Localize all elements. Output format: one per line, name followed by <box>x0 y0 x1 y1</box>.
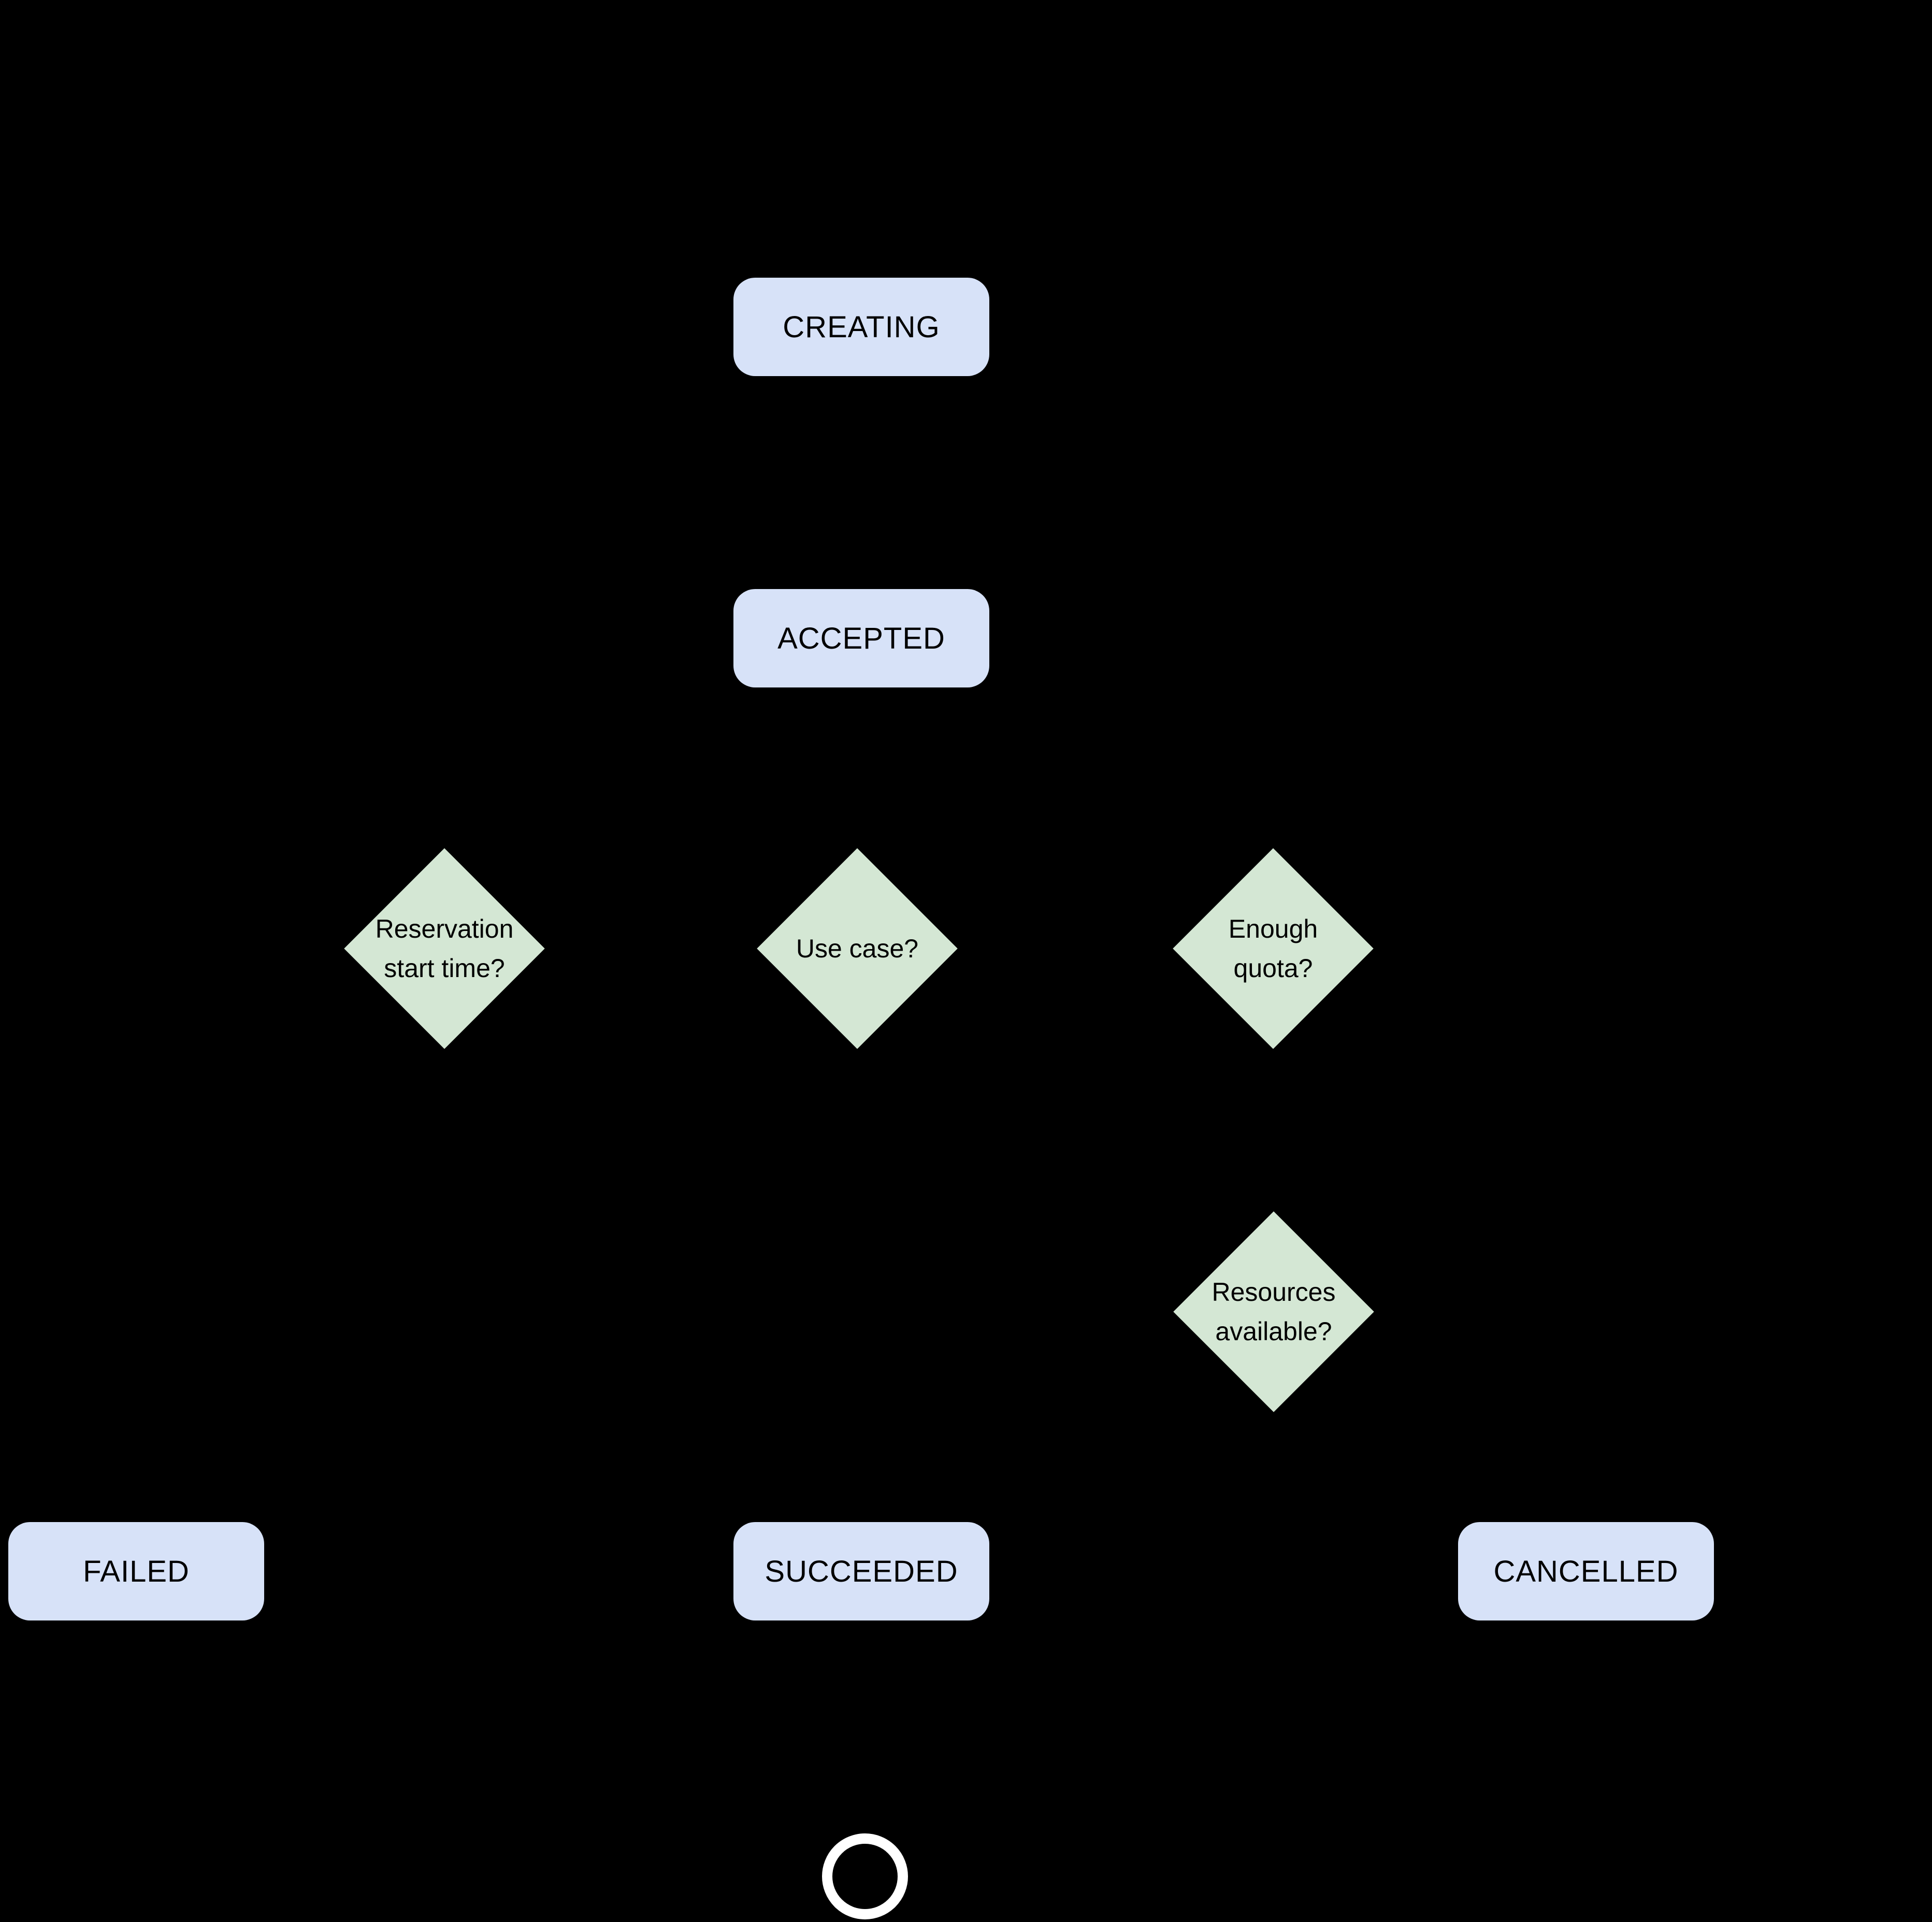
decision-reservation-start-time-label: Reservation start time? <box>344 848 545 1049</box>
state-creating: CREATING <box>733 278 989 376</box>
decision-resources-available: Resources available? <box>1173 1211 1374 1412</box>
decision-enough-quota-label: Enough quota? <box>1173 848 1374 1049</box>
decision-label-line-1: Reservation <box>375 914 514 943</box>
decision-label-line-2: available? <box>1215 1317 1332 1346</box>
decision-reservation-start-time: Reservation start time? <box>344 848 545 1049</box>
decision-use-case-label: Use case? <box>757 848 958 1049</box>
terminal-end-node-icon <box>822 1833 908 1919</box>
state-accepted-label: ACCEPTED <box>777 621 945 655</box>
state-succeeded: SUCCEEDED <box>733 1522 989 1620</box>
state-failed: FAILED <box>8 1522 264 1620</box>
state-succeeded-label: SUCCEEDED <box>765 1554 958 1588</box>
decision-enough-quota: Enough quota? <box>1173 848 1374 1049</box>
state-accepted: ACCEPTED <box>733 589 989 687</box>
decision-resources-available-label: Resources available? <box>1173 1211 1374 1412</box>
decision-label-line-2: quota? <box>1233 954 1313 983</box>
decision-use-case: Use case? <box>757 848 958 1049</box>
decision-label-line-2: start time? <box>384 954 505 983</box>
decision-label-line-1: Enough <box>1228 914 1318 943</box>
state-creating-label: CREATING <box>783 310 940 344</box>
state-cancelled: CANCELLED <box>1458 1522 1714 1620</box>
decision-label-line-1: Use case? <box>796 934 919 963</box>
state-cancelled-label: CANCELLED <box>1493 1554 1679 1588</box>
decision-label-line-1: Resources <box>1212 1278 1336 1307</box>
state-failed-label: FAILED <box>83 1554 190 1588</box>
